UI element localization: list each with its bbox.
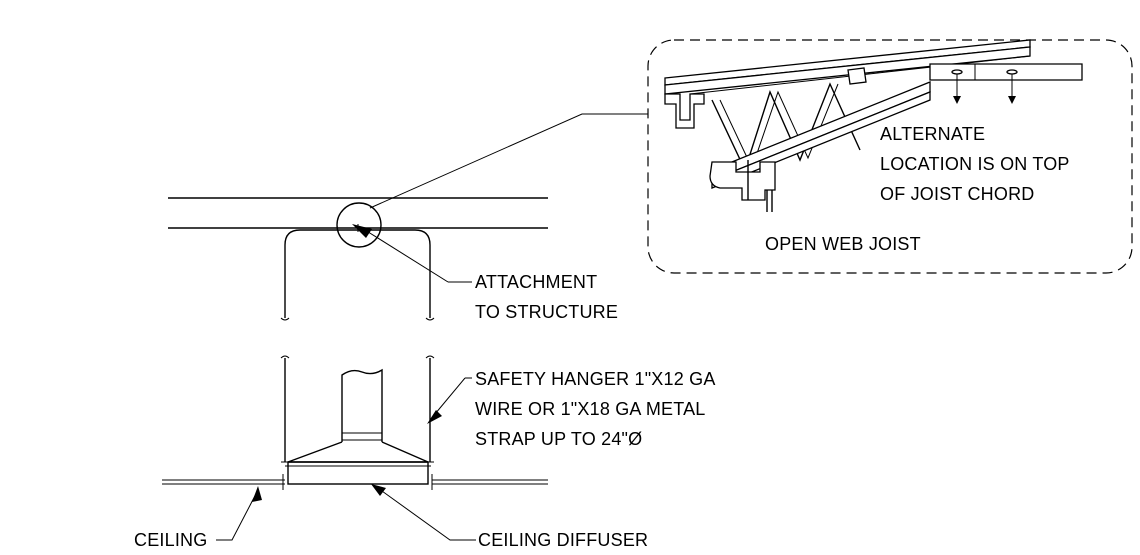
attachment-point-1 [951, 69, 963, 75]
open-web-joist-sketch [664, 39, 1083, 212]
safety-hanger-label-2: WIRE OR 1"X18 GA METAL [475, 399, 706, 419]
web-clip [847, 67, 867, 85]
ceiling-label: CEILING [134, 530, 207, 550]
break-mark-icon [280, 355, 290, 359]
attachment-point-2 [1006, 69, 1018, 75]
arrow-down-icon [1008, 96, 1016, 104]
joist-detail-callout: ALTERNATE LOCATION IS ON TOP OF JOIST CH… [647, 39, 1133, 274]
alternate-location-label-1: ALTERNATE [880, 124, 985, 144]
alternate-location-label-2: LOCATION IS ON TOP [880, 154, 1070, 174]
safety-hanger-label-1: SAFETY HANGER 1"X12 GA [475, 369, 716, 389]
attachment-leader [364, 229, 449, 283]
diffuser-face [287, 461, 429, 485]
top-chord-end [664, 93, 705, 129]
attachment-detail-circle [336, 202, 382, 248]
arrowhead-icon [252, 486, 262, 502]
arrowhead-icon [371, 484, 386, 496]
alternate-location-label-3: OF JOIST CHORD [880, 184, 1034, 204]
safety-hanger-upper [284, 229, 431, 318]
detail-callout-leader [369, 113, 648, 209]
safety-hanger-label-3: STRAP UP TO 24"Ø [475, 429, 642, 449]
attachment-label-2: TO STRUCTURE [475, 302, 618, 322]
joist-extension-plate [929, 63, 1083, 81]
ceiling-diffuser [281, 368, 434, 485]
diffuser-cone [287, 441, 429, 463]
bottom-chord-end [709, 161, 776, 201]
attachment-label-1: ATTACHMENT [475, 272, 597, 292]
ceiling-leader [216, 489, 259, 541]
ceiling-diffuser-leader [374, 485, 476, 541]
ceiling-plane [162, 474, 548, 490]
break-mark-icon [280, 317, 290, 321]
ceiling-diffuser-label: CEILING DIFFUSER [478, 530, 648, 550]
break-mark-icon [425, 317, 435, 321]
callout-dashed-border [647, 39, 1133, 274]
arrow-down-icon [953, 96, 961, 104]
open-web-joist-label: OPEN WEB JOIST [765, 234, 921, 254]
round-duct [341, 368, 383, 433]
break-mark-icon [425, 355, 435, 359]
arrowhead-icon [352, 224, 372, 238]
arrowhead-icon [427, 410, 442, 424]
